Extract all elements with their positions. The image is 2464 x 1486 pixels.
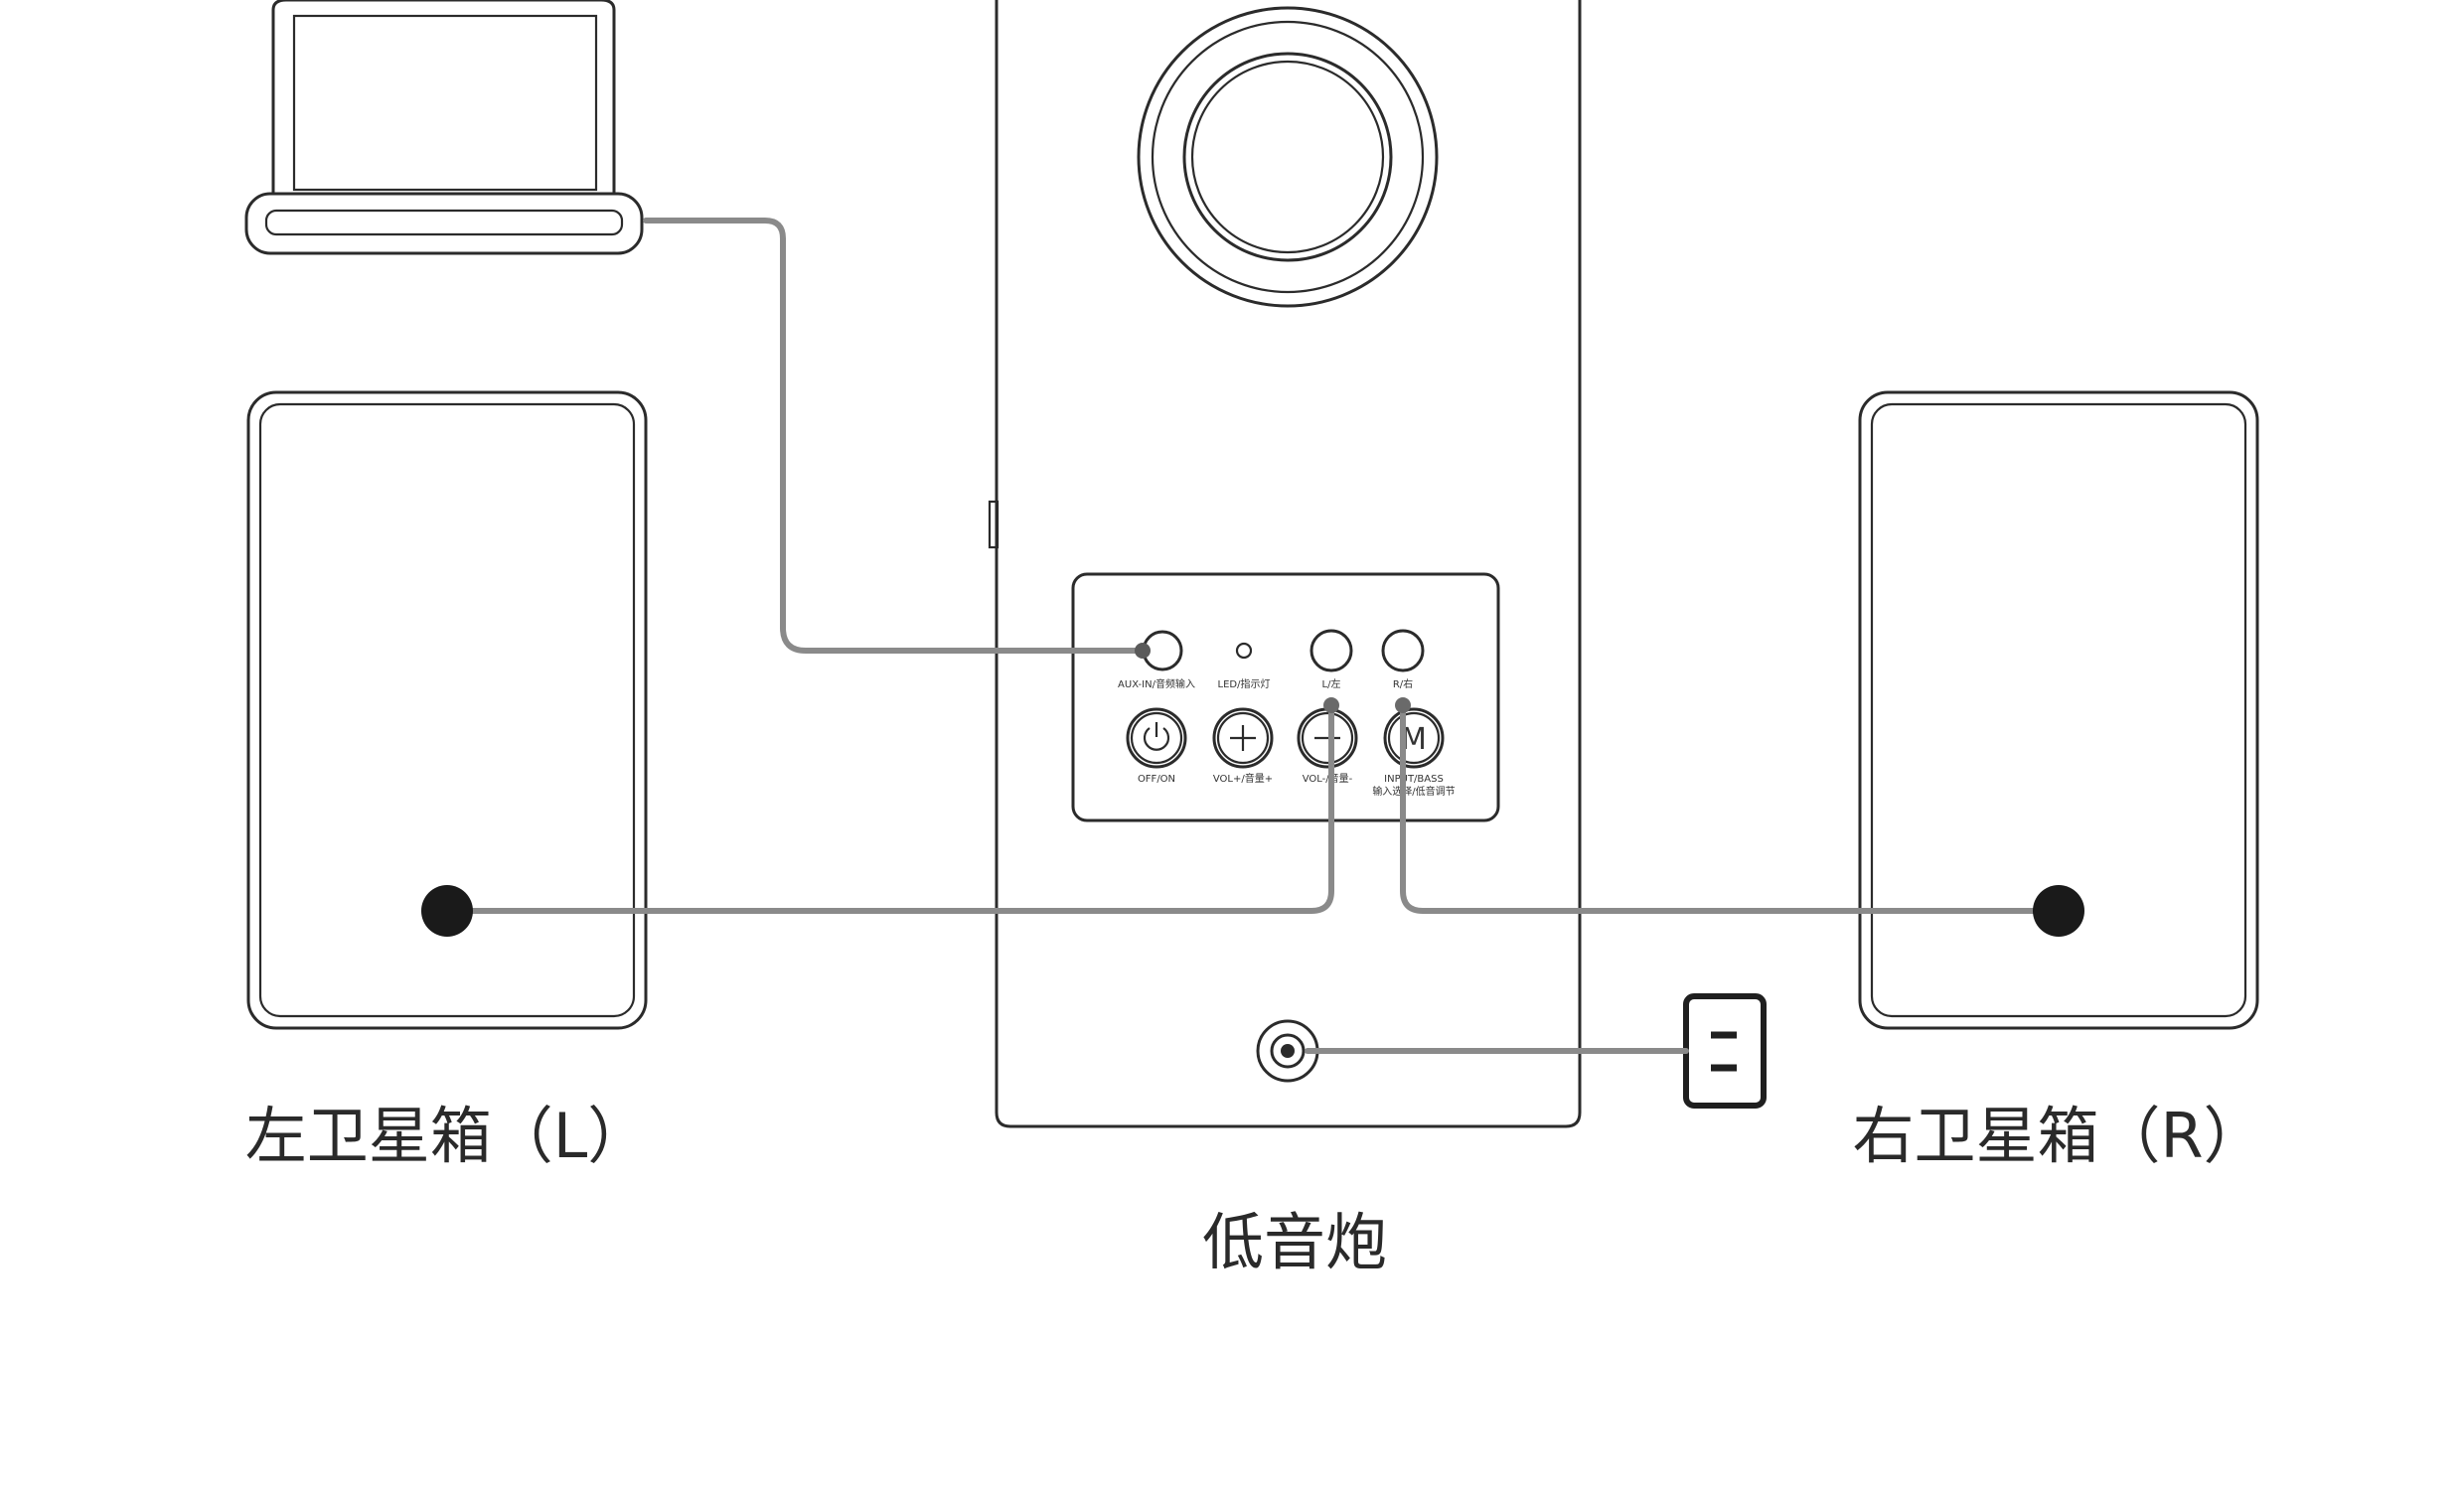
control-panel: AUX-IN/音频输入 LED/指示灯 L/左 R/右 OFF/ON VOL+/… (1071, 572, 1500, 822)
power-icon (1143, 722, 1170, 751)
left-speaker-cable (444, 702, 1334, 914)
subwoofer (988, 0, 1582, 1128)
aux-in-label: AUX-IN/音频输入 (1118, 677, 1195, 690)
left-speaker-label: 左卫星箱（L） (245, 1100, 650, 1172)
volume-up-button[interactable] (1212, 707, 1274, 769)
volume-down-button[interactable] (1297, 707, 1358, 769)
woofer-outer-ring (1137, 6, 1439, 308)
vol-up-label: VOL+/音量+ (1213, 772, 1273, 785)
right-speaker-connector (2033, 885, 2084, 937)
power-button[interactable] (1126, 707, 1187, 769)
mode-label-line1: INPUT/BASS (1384, 774, 1444, 785)
led-label: LED/指示灯 (1218, 677, 1271, 690)
laptop-icon (244, 0, 644, 255)
mode-label-line2: 输入选择/低音调节 (1372, 785, 1455, 798)
l-output-label: L/左 (1322, 677, 1341, 690)
left-speaker (246, 390, 648, 1030)
right-speaker-cable (1400, 702, 2062, 914)
power-label: OFF/ON (1138, 774, 1175, 785)
subwoofer-label: 低音炮 (1202, 1206, 1387, 1278)
left-output-jack (1309, 629, 1353, 672)
left-speaker-connector (421, 885, 473, 937)
right-speaker (1858, 390, 2259, 1030)
plus-icon (1230, 725, 1256, 751)
power-outlet-icon (1683, 993, 1767, 1109)
vol-down-label: VOL-/音量- (1303, 772, 1353, 785)
led-indicator (1235, 642, 1253, 660)
right-speaker-label: 右卫星箱（R） (1852, 1100, 2264, 1172)
mode-button[interactable]: M (1383, 707, 1445, 769)
r-output-label: R/右 (1393, 677, 1413, 690)
aux-cable (643, 218, 1146, 654)
right-output-jack (1381, 629, 1425, 672)
